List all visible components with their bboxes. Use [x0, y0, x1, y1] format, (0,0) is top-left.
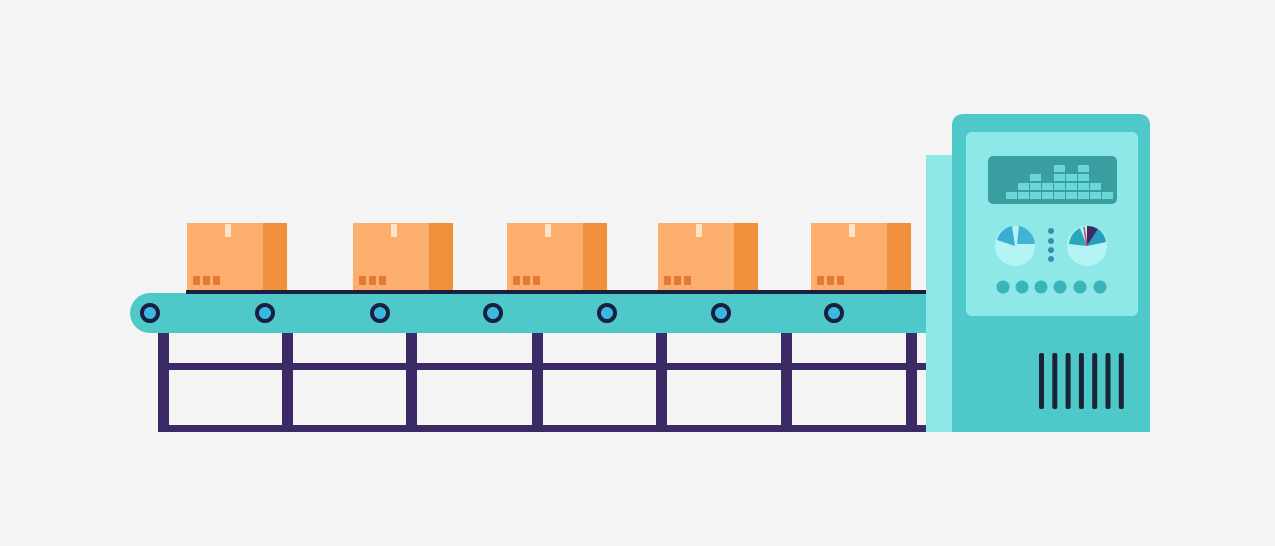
roller: [370, 303, 390, 323]
box-label-mark: [369, 276, 376, 285]
frame-leg: [282, 333, 293, 432]
equalizer-segment: [1078, 165, 1089, 172]
equalizer-segment: [1018, 192, 1029, 199]
panel-button: [1073, 280, 1087, 294]
equalizer-segment: [1102, 192, 1113, 199]
frame-leg: [656, 333, 667, 432]
panel-button: [1093, 280, 1107, 294]
machine-buttons: [996, 280, 1107, 294]
equalizer-segment: [1042, 192, 1053, 199]
equalizer-segment: [1066, 183, 1077, 190]
equalizer-segment: [1090, 183, 1101, 190]
indicator-dots: [1048, 228, 1054, 262]
panel-button: [1015, 280, 1029, 294]
box-label-mark: [193, 276, 200, 285]
box-side: [583, 223, 607, 290]
equalizer-segment: [1054, 165, 1065, 172]
box-side: [734, 223, 758, 290]
equalizer-segment: [1042, 183, 1053, 190]
box-label-mark: [674, 276, 681, 285]
cardboard-box: [811, 223, 911, 290]
vent-slat: [1118, 353, 1124, 409]
equalizer-segment: [1090, 192, 1101, 199]
machine-vent: [1039, 353, 1124, 409]
equalizer-segment: [1054, 174, 1065, 181]
vent-slat: [1092, 353, 1098, 409]
box-label-mark: [533, 276, 540, 285]
equalizer-segment: [1078, 174, 1089, 181]
frame-leg: [158, 333, 169, 432]
frame-leg: [906, 333, 917, 432]
box-side: [263, 223, 287, 290]
frame-leg: [406, 333, 417, 432]
equalizer-segment: [1066, 192, 1077, 199]
box-label-mark: [684, 276, 691, 285]
equalizer-segment: [1030, 183, 1041, 190]
box-tape: [696, 224, 702, 237]
box-tape: [225, 224, 231, 237]
roller: [597, 303, 617, 323]
panel-button: [1034, 280, 1048, 294]
roller: [483, 303, 503, 323]
box-label-mark: [827, 276, 834, 285]
gauge-right: [1067, 225, 1107, 266]
vent-slat: [1065, 353, 1071, 409]
belt-top-edge: [186, 290, 928, 294]
box-label-mark: [359, 276, 366, 285]
equalizer-segment: [1078, 192, 1089, 199]
box-tape: [391, 224, 397, 237]
equalizer-segment: [1066, 174, 1077, 181]
equalizer-segment: [1054, 183, 1065, 190]
vent-slat: [1105, 353, 1111, 409]
equalizer-segment: [1078, 183, 1089, 190]
equalizer-segment: [1030, 174, 1041, 181]
equalizer-bars: [1006, 165, 1113, 199]
cardboard-box: [658, 223, 758, 290]
box-side: [429, 223, 453, 290]
roller: [140, 303, 160, 323]
box-label-mark: [523, 276, 530, 285]
conveyor-frame: [158, 333, 928, 432]
roller: [255, 303, 275, 323]
box-side: [887, 223, 911, 290]
machine-side-panel: [926, 155, 954, 432]
box-label-mark: [817, 276, 824, 285]
conveyor-belt: [130, 293, 928, 333]
equalizer-segment: [1030, 192, 1041, 199]
frame-leg: [532, 333, 543, 432]
cardboard-box: [507, 223, 607, 290]
roller: [711, 303, 731, 323]
panel-button: [996, 280, 1010, 294]
equalizer-segment: [1006, 192, 1017, 199]
box-tape: [849, 224, 855, 237]
cardboard-box: [353, 223, 453, 290]
cardboard-box: [187, 223, 287, 290]
box-label-mark: [513, 276, 520, 285]
gauge-left: [995, 226, 1035, 266]
box-label-mark: [837, 276, 844, 285]
box-label-mark: [203, 276, 210, 285]
roller: [824, 303, 844, 323]
vent-slat: [1052, 353, 1058, 409]
equalizer-segment: [1018, 183, 1029, 190]
box-label-mark: [213, 276, 220, 285]
vent-slat: [1078, 353, 1084, 409]
frame-leg: [781, 333, 792, 432]
vent-slat: [1039, 353, 1044, 409]
boxes: [187, 223, 911, 290]
box-label-mark: [379, 276, 386, 285]
equalizer-segment: [1054, 192, 1065, 199]
box-tape: [545, 224, 551, 237]
box-label-mark: [664, 276, 671, 285]
panel-button: [1053, 280, 1067, 294]
control-machine: [926, 114, 1150, 432]
rollers: [140, 303, 844, 323]
